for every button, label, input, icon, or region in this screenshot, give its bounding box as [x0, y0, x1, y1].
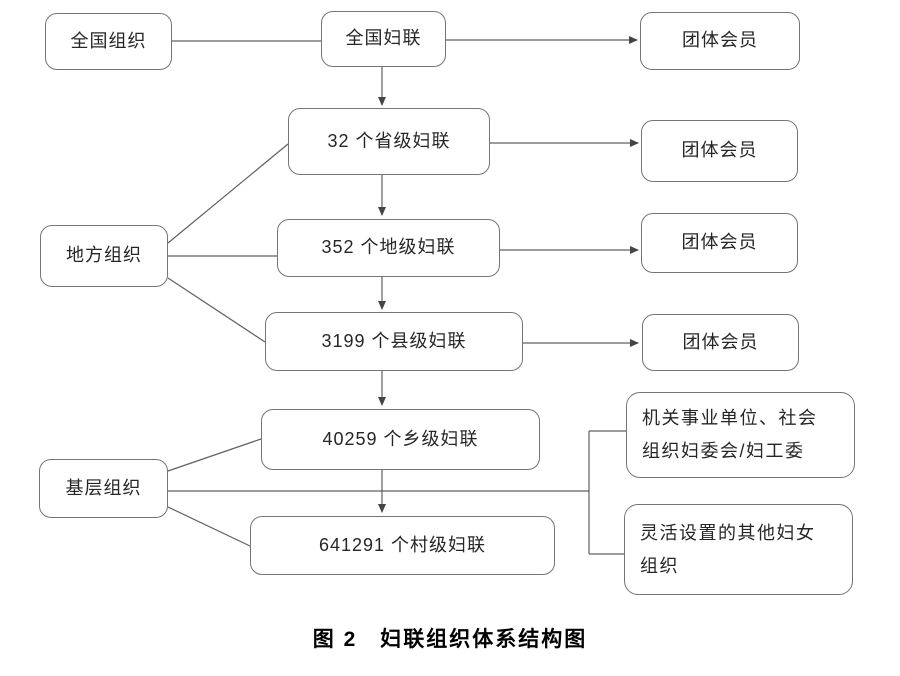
node-group-members-2: 团体会员 [641, 120, 798, 182]
node-group-members-3: 团体会员 [641, 213, 798, 273]
node-local-org: 地方组织 [40, 225, 168, 287]
node-national-federation: 全国妇联 [321, 11, 446, 67]
node-grassroots-org: 基层组织 [39, 459, 168, 518]
node-county-federations: 3199 个县级妇联 [265, 312, 523, 371]
node-unit-womens-committees: 机关事业单位、社会 组织妇委会/妇工委 [626, 392, 855, 478]
node-flexible-womens-orgs-line2: 组织 [640, 555, 679, 576]
node-prefecture-federations: 352 个地级妇联 [277, 219, 500, 277]
node-group-members-4: 团体会员 [642, 314, 799, 371]
node-unit-womens-committees-line2: 组织妇委会/妇工委 [642, 441, 805, 461]
node-provincial-federations: 32 个省级妇联 [288, 108, 490, 175]
node-flexible-womens-orgs-line1: 灵活设置的其他妇女 [640, 522, 816, 543]
node-national-org: 全国组织 [45, 13, 172, 70]
node-township-federations: 40259 个乡级妇联 [261, 409, 540, 470]
node-group-members-1: 团体会员 [640, 12, 800, 70]
node-village-federations: 641291 个村级妇联 [250, 516, 555, 575]
node-flexible-womens-orgs: 灵活设置的其他妇女 组织 [624, 504, 853, 595]
node-unit-womens-committees-line1: 机关事业单位、社会 [642, 408, 818, 428]
figure-caption: 图 2 妇联组织体系结构图 [312, 628, 588, 651]
